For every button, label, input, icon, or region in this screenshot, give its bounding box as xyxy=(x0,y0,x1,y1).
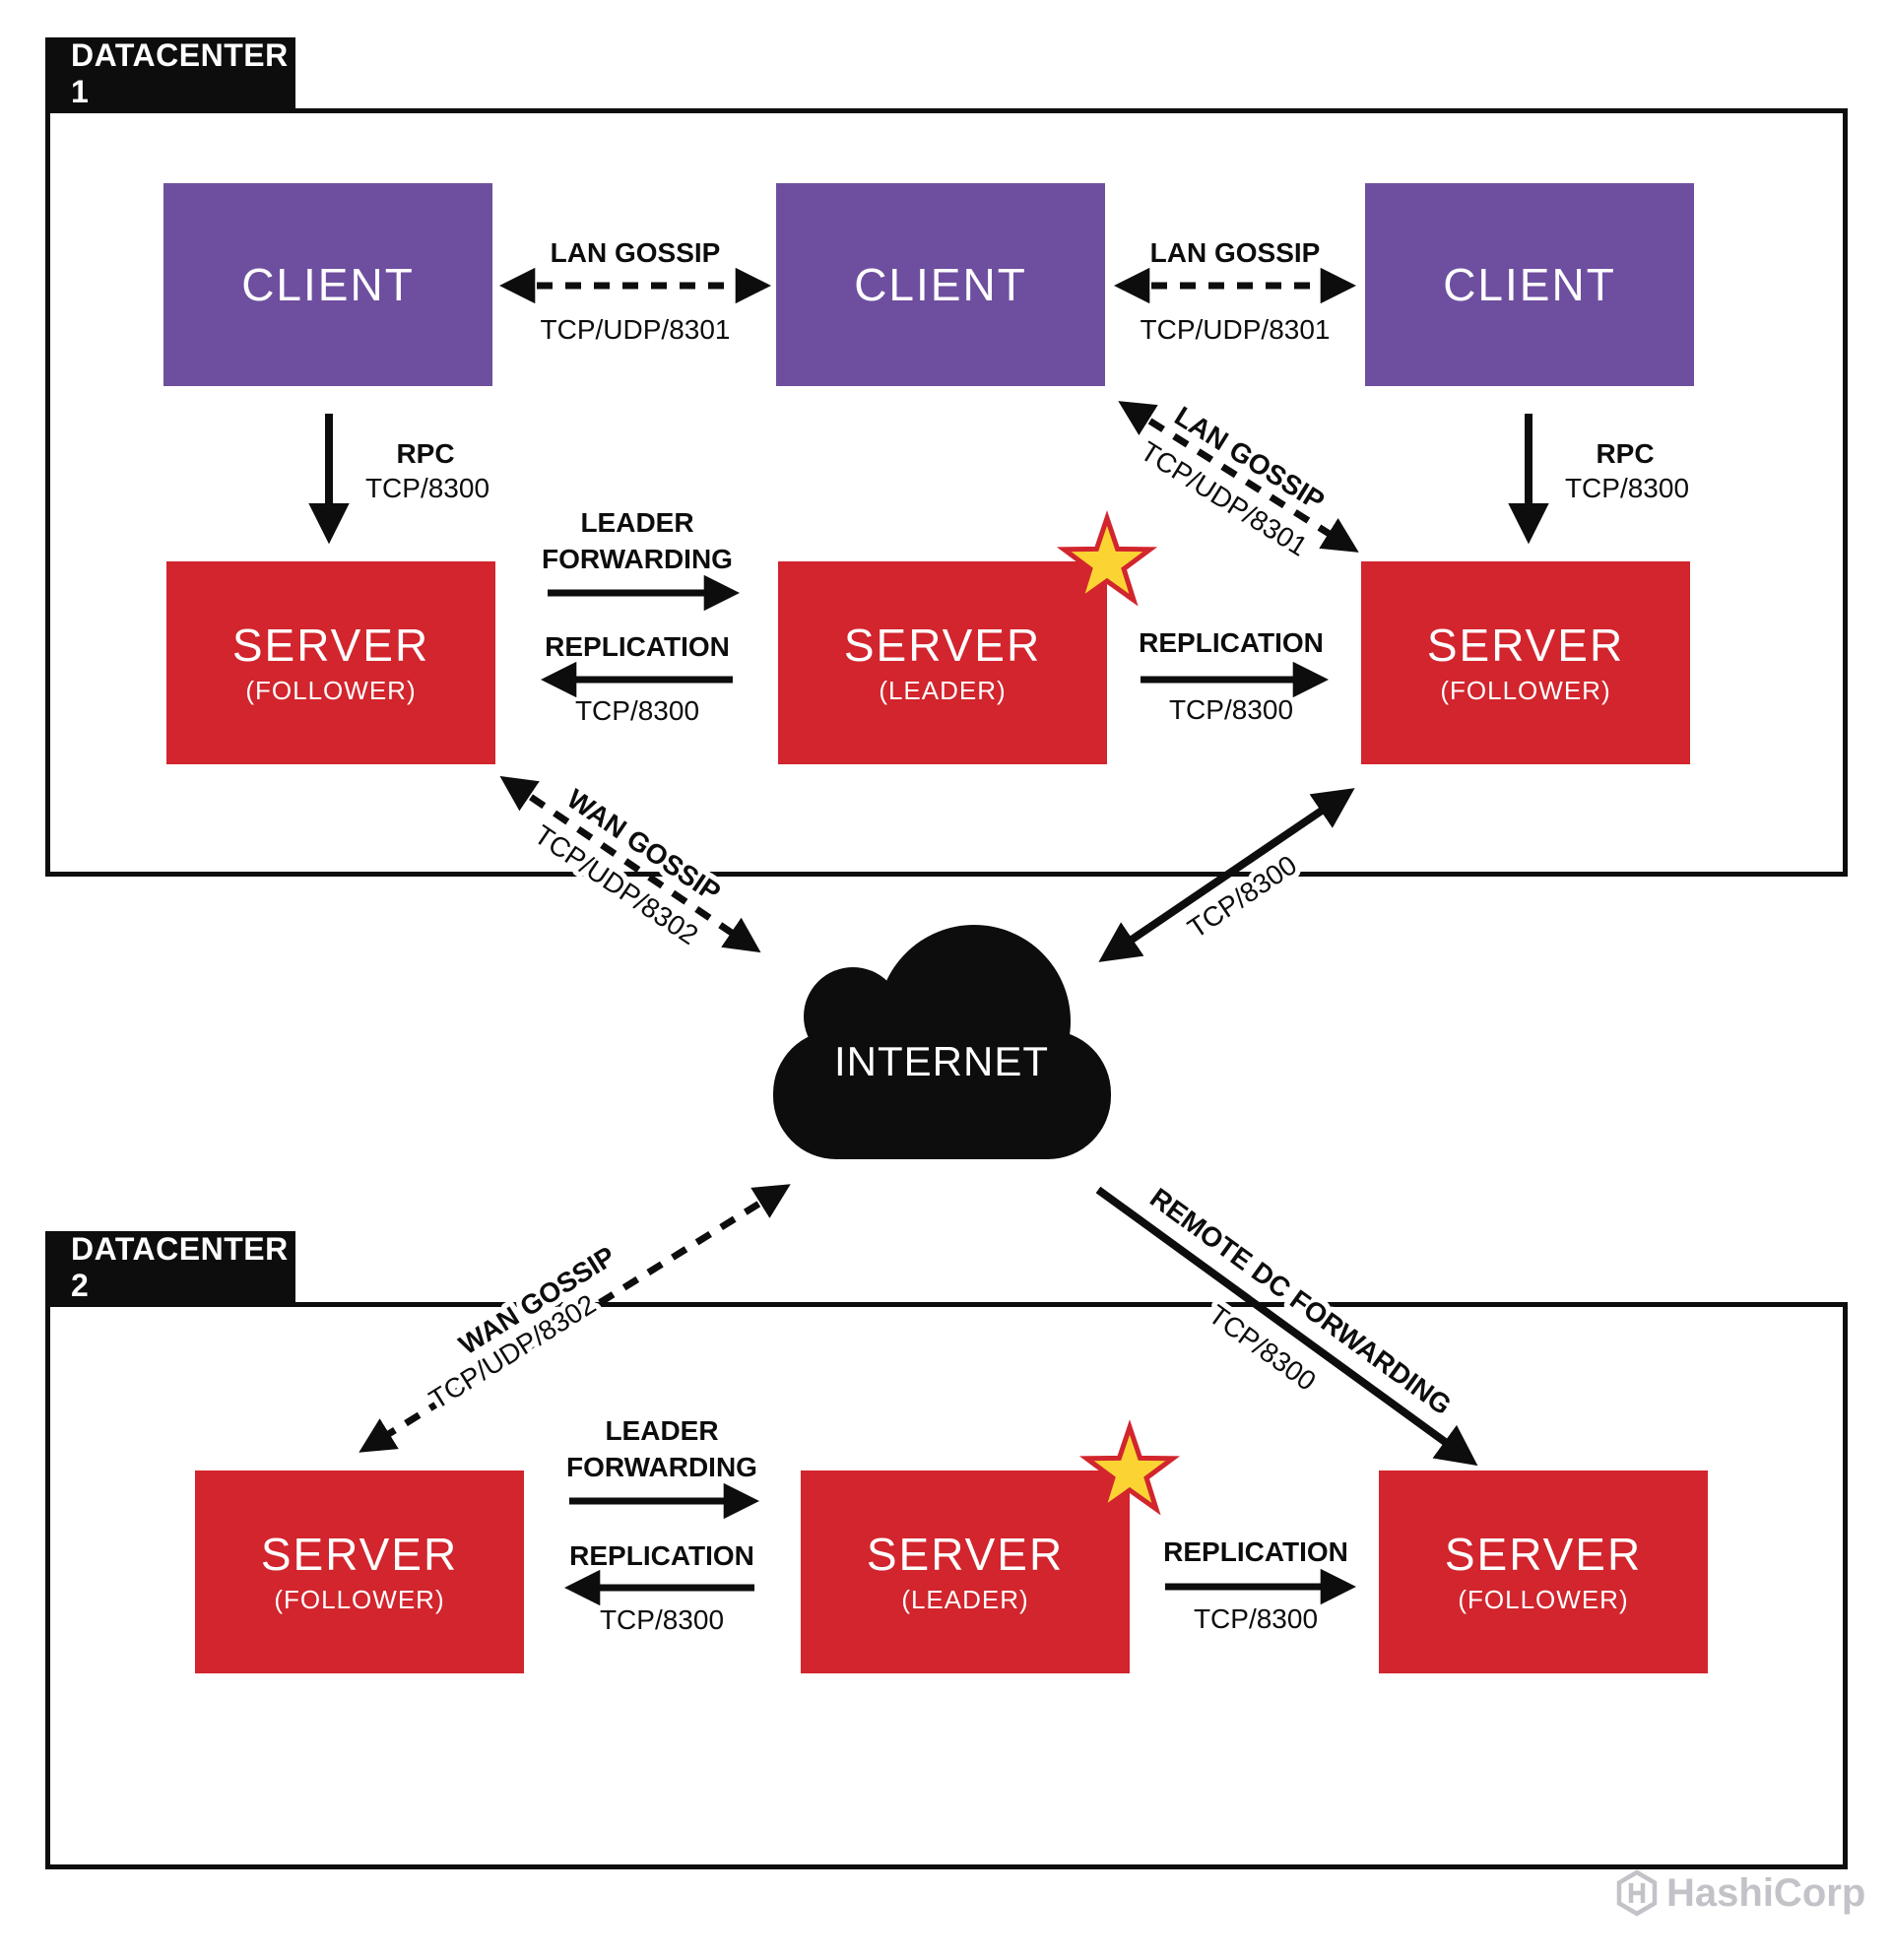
server-role: (LEADER) xyxy=(901,1585,1029,1614)
dc1-client-3: CLIENT xyxy=(1365,183,1694,386)
server-role: (FOLLOWER) xyxy=(1458,1585,1629,1614)
server-label: SERVER xyxy=(260,1529,459,1580)
hashicorp-logo: HashiCorp xyxy=(1615,1869,1865,1917)
server-label: SERVER xyxy=(843,620,1042,671)
datacenter2-frame xyxy=(45,1302,1848,1869)
server-role: (FOLLOWER) xyxy=(1440,676,1611,705)
client-label: CLIENT xyxy=(241,259,415,310)
client-label: CLIENT xyxy=(1443,259,1616,310)
server-role: (FOLLOWER) xyxy=(245,676,417,705)
dc2-server-follower-right: SERVER (FOLLOWER) xyxy=(1379,1470,1708,1673)
datacenter2-tab: DATACENTER 2 xyxy=(45,1231,295,1304)
dc1-server-leader: SERVER (LEADER) xyxy=(778,561,1107,764)
internet-label: INTERNET xyxy=(834,1038,1049,1084)
datacenter1-frame xyxy=(45,108,1848,877)
dc1-client-2: CLIENT xyxy=(776,183,1105,386)
datacenter1-tab: DATACENTER 1 xyxy=(45,37,295,110)
datacenter1-label: DATACENTER 1 xyxy=(71,37,289,109)
datacenter2-label: DATACENTER 2 xyxy=(71,1231,289,1303)
server-label: SERVER xyxy=(1426,620,1625,671)
server-role: (FOLLOWER) xyxy=(274,1585,445,1614)
hashicorp-logo-text: HashiCorp xyxy=(1666,1870,1866,1915)
client-label: CLIENT xyxy=(854,259,1027,310)
server-label: SERVER xyxy=(231,620,430,671)
dc1-client-1: CLIENT xyxy=(163,183,492,386)
server-label: SERVER xyxy=(1444,1529,1643,1580)
dc1-server-follower-right: SERVER (FOLLOWER) xyxy=(1361,561,1690,764)
server-label: SERVER xyxy=(866,1529,1065,1580)
hashicorp-logo-icon xyxy=(1616,1869,1658,1917)
server-role: (LEADER) xyxy=(879,676,1007,705)
dc2-server-follower-left: SERVER (FOLLOWER) xyxy=(195,1470,524,1673)
dc1-server-follower-left: SERVER (FOLLOWER) xyxy=(166,561,495,764)
internet-cloud-icon xyxy=(773,925,1111,1159)
dc2-server-leader: SERVER (LEADER) xyxy=(801,1470,1130,1673)
